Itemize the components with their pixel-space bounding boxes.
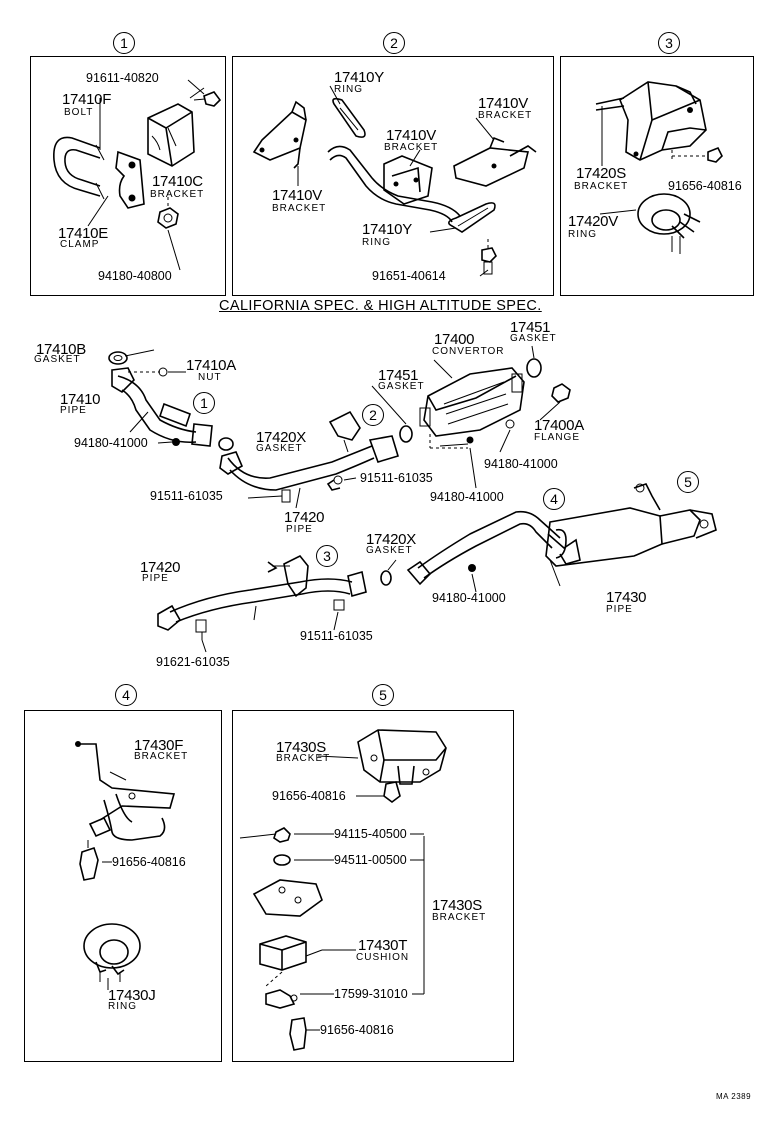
nut-94180-41000-c: 94180-41000 [430, 490, 504, 504]
callout-4-main: 4 [543, 488, 565, 510]
panel-5 [232, 710, 514, 1062]
bolt-91511-61035-a: 91511-61035 [360, 471, 433, 485]
p5-pin-number: 17599-31010 [334, 987, 408, 1001]
reference-code: MA 2389 [716, 1092, 752, 1101]
p2-bracket-center-part: 17410V [386, 127, 436, 144]
gasket-17451-right-part: 17451 [510, 319, 551, 336]
p1-bolt-part: 17410F [62, 91, 112, 108]
nut-17410a-name: NUT [198, 372, 222, 383]
p2-ring1-part: 17410Y [334, 69, 384, 86]
pipe-17420-upper-name: PIPE [286, 524, 313, 535]
p1-bracket-name: BRACKET [150, 189, 205, 200]
p2-ring2-name: RING [362, 237, 391, 248]
gasket-17420x-lower-name: GASKET [366, 545, 413, 556]
p2-ring1-name: RING [334, 84, 363, 95]
panel-1 [30, 56, 226, 296]
flange-name: FLANGE [534, 432, 581, 443]
convertor-name: CONVERTOR [432, 346, 505, 357]
p2-bracket-left-name: BRACKET [272, 203, 327, 214]
panel3-parts [595, 81, 723, 254]
p1-nut-number: 94180-40800 [98, 269, 172, 283]
p2-bracket-right-part: 17410V [478, 95, 528, 112]
p5-group-part: 17430S [432, 897, 482, 914]
flange-part: 17400A [534, 417, 584, 434]
callout-3-main: 3 [316, 545, 338, 567]
p2-bracket-left-part: 17410V [272, 187, 322, 204]
main-assembly-parts [108, 351, 717, 640]
p1-bolt-number: 91611-40820 [86, 71, 159, 85]
p5-group-name: BRACKET [432, 912, 487, 923]
p2-bracket-right-name: BRACKET [478, 110, 533, 121]
pipe-17420-upper-part: 17420 [284, 509, 325, 526]
gasket-17420x-upper-part: 17420X [256, 429, 306, 446]
p4-bolt-number: 91656-40816 [112, 855, 186, 869]
p5-cushion-part: 17430T [358, 937, 408, 954]
p1-bolt-name: BOLT [64, 107, 94, 118]
pipe-17430-part: 17430 [606, 589, 647, 606]
p5-bracket-name: BRACKET [276, 753, 331, 764]
p3-ring-part: 17420V [568, 213, 618, 230]
section-title: CALIFORNIA SPEC. & HIGH ALTITUDE SPEC. [219, 298, 542, 314]
p5-nut2-number: 94511-00500 [334, 853, 407, 867]
callout-2-header: 2 [383, 32, 405, 54]
nut-94180-41000-b: 94180-41000 [484, 457, 558, 471]
pipe-17410-name: PIPE [60, 405, 87, 416]
bolt-91621-61035: 91621-61035 [156, 655, 230, 669]
gasket-17410b-part: 17410B [36, 341, 86, 358]
p4-ring-part: 17430J [108, 987, 156, 1004]
panel-4 [24, 710, 222, 1062]
bolt-91511-61035-c: 91511-61035 [300, 629, 373, 643]
gasket-17451-left-name: GASKET [378, 381, 425, 392]
p1-clamp-part: 17410E [58, 225, 108, 242]
gasket-17420x-lower-part: 17420X [366, 531, 416, 548]
gasket-17410b-name: GASKET [34, 354, 81, 365]
gasket-17451-left-part: 17451 [378, 367, 419, 384]
p1-clamp-name: CLAMP [60, 239, 100, 250]
callout-2-main: 2 [362, 404, 384, 426]
pipe-17410-part: 17410 [60, 391, 101, 408]
pipe-17430-name: PIPE [606, 604, 633, 615]
nut-94180-41000-a: 94180-41000 [74, 436, 148, 450]
p5-bracket-part: 17430S [276, 739, 326, 756]
gasket-17420x-upper-name: GASKET [256, 443, 303, 454]
p2-ring2-part: 17410Y [362, 221, 412, 238]
p3-ring-name: RING [568, 229, 597, 240]
p1-bracket-part: 17410C [152, 173, 203, 190]
convertor-part: 17400 [434, 331, 475, 348]
bolt-91511-61035-b: 91511-61035 [150, 489, 223, 503]
p4-bracket-name: BRACKET [134, 751, 189, 762]
panel-3 [560, 56, 754, 296]
callout-1-header: 1 [113, 32, 135, 54]
p5-nut1-number: 94115-40500 [334, 827, 407, 841]
pipe-17420-lower-name: PIPE [142, 573, 169, 584]
panel4-parts [75, 741, 176, 982]
panel1-parts [53, 87, 222, 229]
p2-bolt-number: 91651-40614 [372, 269, 446, 283]
p5-bolt2-number: 91656-40816 [320, 1023, 394, 1037]
pipe-17420-lower-part: 17420 [140, 559, 181, 576]
gasket-17451-right-name: GASKET [510, 333, 557, 344]
callout-3-header: 3 [658, 32, 680, 54]
callout-5-main: 5 [677, 471, 699, 493]
panel2-parts [252, 97, 537, 275]
nut-94180-41000-d: 94180-41000 [432, 591, 506, 605]
p5-bolt1-number: 91656-40816 [272, 789, 346, 803]
leader-lines [87, 79, 637, 1031]
callout-5-header: 5 [372, 684, 394, 706]
p3-bracket-name: BRACKET [574, 181, 629, 192]
p4-ring-name: RING [108, 1001, 137, 1012]
panel5-parts [252, 729, 447, 1051]
p3-bolt-number: 91656-40816 [668, 179, 742, 193]
p2-bracket-center-name: BRACKET [384, 142, 439, 153]
p3-bracket-part: 17420S [576, 165, 626, 182]
nut-17410a-part: 17410A [186, 357, 236, 374]
callout-1-main: 1 [193, 392, 215, 414]
p5-cushion-name: CUSHION [356, 952, 410, 963]
panel-2 [232, 56, 554, 296]
callout-4-header: 4 [115, 684, 137, 706]
p4-bracket-part: 17430F [134, 737, 184, 754]
